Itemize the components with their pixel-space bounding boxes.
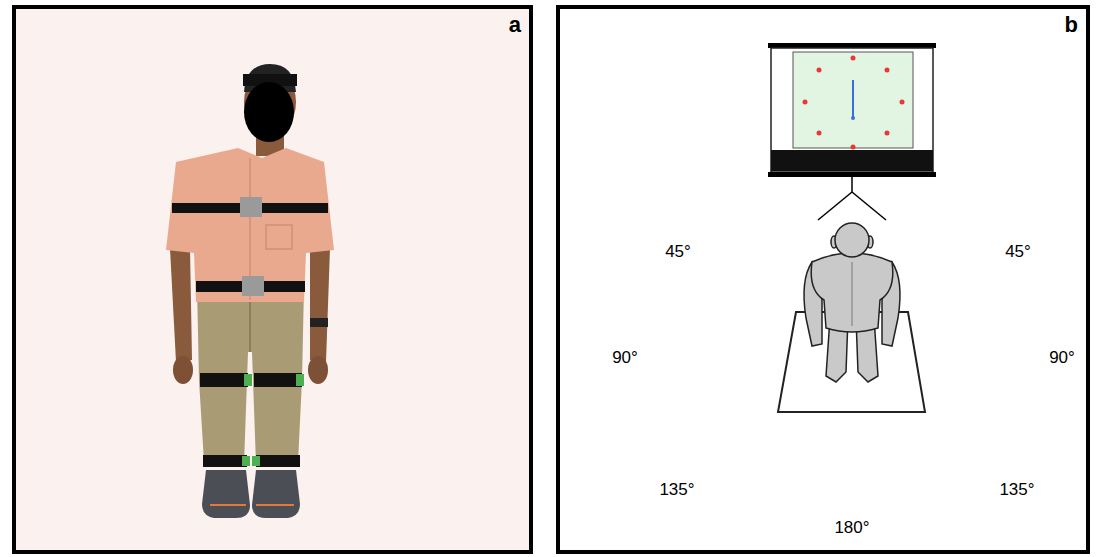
angle-label: 45° bbox=[1005, 242, 1031, 262]
panel-frame: a bbox=[12, 5, 533, 554]
angle-label: 180° bbox=[834, 518, 869, 538]
projection-screen bbox=[768, 43, 936, 177]
angle-label: 90° bbox=[612, 348, 638, 368]
panel-letter: a bbox=[509, 12, 521, 38]
panel-letter: b bbox=[1065, 12, 1078, 38]
panel-frame: b bbox=[556, 5, 1090, 554]
photo-background bbox=[14, 7, 531, 552]
panel-background bbox=[558, 7, 1088, 552]
angle-label: 45° bbox=[665, 242, 691, 262]
angle-label: 90° bbox=[1049, 348, 1075, 368]
participant-top-view bbox=[804, 223, 900, 382]
angle-label: 135° bbox=[999, 480, 1034, 500]
angle-label: 135° bbox=[659, 480, 694, 500]
participant-photo bbox=[166, 64, 334, 518]
tripod bbox=[818, 177, 886, 220]
